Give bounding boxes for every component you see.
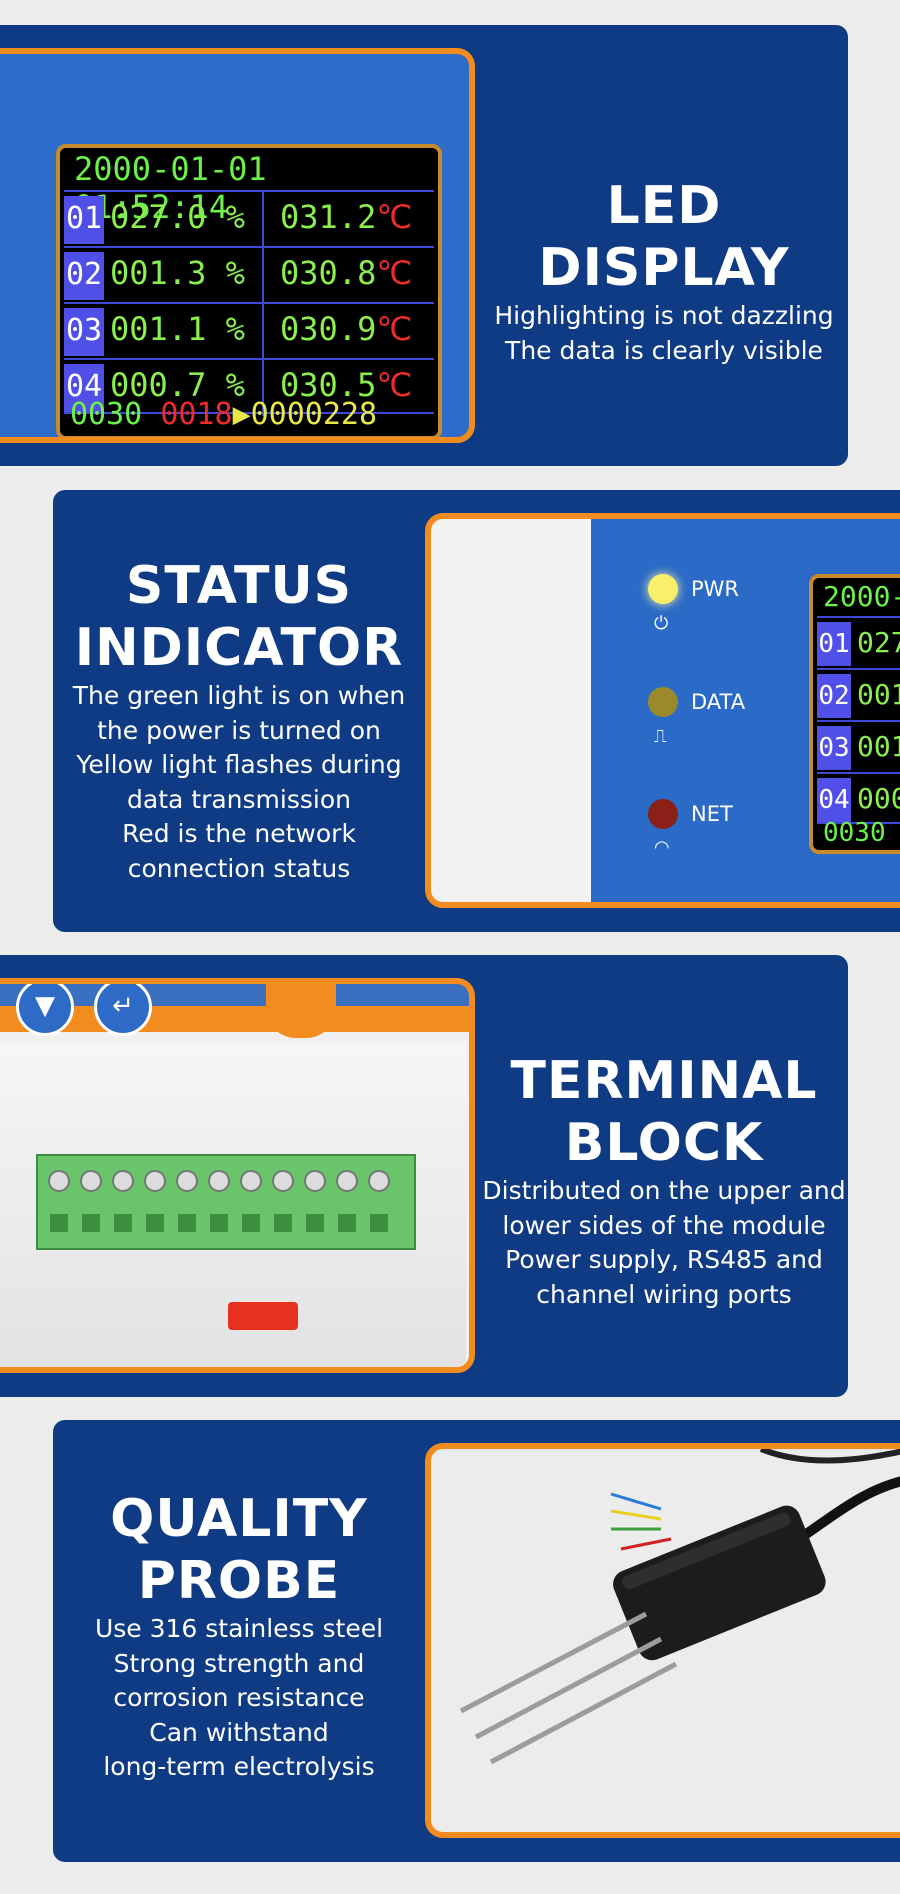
pulse-icon: ⎍	[654, 726, 667, 747]
power-icon: ⏻	[654, 613, 669, 634]
section-line: connection status	[127, 853, 351, 883]
data-led-icon	[648, 687, 678, 717]
section-text: TERMINAL BLOCK Distributed on the upper …	[475, 1050, 848, 1312]
section-terminal-block: ▼ ↵ TERMINAL BLOCK Distributed on the up…	[0, 955, 848, 1397]
screen-row: 04 000.7 % 030.5℃	[64, 358, 434, 416]
section-text: STATUS INDICATOR The green light is on w…	[53, 555, 425, 886]
section-line: The data is clearly visible	[505, 335, 823, 365]
humidity-value: 000.7 %	[110, 366, 245, 404]
terminal-strip	[36, 1154, 416, 1250]
section-line: Strong strength and	[113, 1648, 365, 1678]
temperature-value: 030.8℃	[280, 254, 413, 292]
led-label: NET	[691, 802, 733, 826]
screen-footer: 0030 0018▶0000228	[70, 397, 378, 432]
section-heading: LED DISPLAY	[538, 176, 790, 298]
section-line: Yellow light flashes during	[76, 750, 402, 779]
section-line: lower sides of the module	[502, 1210, 826, 1240]
section-line: The green light is on when	[72, 681, 406, 710]
din-clip	[228, 1302, 298, 1330]
section-heading: BLOCK	[564, 1113, 764, 1173]
section-line: data transmission	[127, 784, 351, 814]
channel-number: 03	[64, 308, 104, 356]
led-display-photo: 2000-01-01 01:52:14 01 027.0 % 031.2℃ 02…	[0, 48, 475, 443]
section-line: Highlighting is not dazzling	[494, 301, 834, 330]
section-heading: STATUS	[125, 556, 353, 616]
section-line: Power supply, RS485 and	[505, 1245, 823, 1274]
section-line: corrosion resistance	[113, 1683, 365, 1712]
temperature-value: 031.2℃	[280, 198, 413, 236]
humidity-value: 001.1 %	[110, 310, 245, 348]
quality-probe-photo	[425, 1443, 900, 1838]
channel-number: 04	[64, 364, 104, 412]
section-heading: PROBE	[137, 1551, 341, 1611]
led-label: DATA	[691, 690, 746, 714]
temperature-value: 030.5℃	[280, 366, 413, 404]
section-status-indicator: STATUS INDICATOR The green light is on w…	[53, 490, 900, 932]
section-line: Use 316 stainless steel	[94, 1614, 384, 1643]
screen-row: 02 001.3 % 030.8℃	[64, 246, 434, 304]
section-heading: TERMINAL	[510, 1051, 818, 1111]
section-line: channel wiring ports	[536, 1279, 792, 1309]
screen-row: 01 027.0 % 031.2℃	[64, 190, 434, 248]
channel-number: 01	[64, 196, 104, 244]
terminal-block-photo: ▼ ↵	[0, 978, 475, 1373]
section-line: Red is the network	[122, 819, 356, 848]
led-label: PWR	[691, 577, 740, 601]
down-button-icon: ▼	[16, 984, 74, 1036]
section-line: Distributed on the upper and	[482, 1176, 846, 1205]
section-quality-probe: QUALITY PROBE Use 316 stainless steel St…	[53, 1420, 900, 1862]
screen-datetime: 2000-01-01 01:52:14	[74, 150, 267, 226]
humidity-value: 001.3 %	[110, 254, 245, 292]
soil-probe-icon	[459, 1449, 900, 1765]
speaker-grille-icon	[266, 984, 336, 1038]
section-line: long-term electrolysis	[103, 1752, 375, 1781]
screen-row: 03 001.1 % 030.9℃	[64, 302, 434, 360]
net-led-icon	[648, 799, 678, 829]
section-led-display: 2000-01-01 01:52:14 01 027.0 % 031.2℃ 02…	[0, 25, 848, 466]
humidity-value: 027.0 %	[110, 198, 245, 236]
pwr-led-icon	[648, 574, 678, 604]
channel-number: 02	[64, 252, 104, 300]
section-heading: INDICATOR	[74, 618, 404, 678]
temperature-value: 030.9℃	[280, 310, 413, 348]
section-text: LED DISPLAY Highlighting is not dazzling…	[475, 175, 848, 368]
section-line: the power is turned on	[97, 715, 381, 745]
section-heading: QUALITY	[110, 1489, 368, 1549]
wifi-icon: ◠	[654, 837, 670, 858]
section-line: Can withstand	[149, 1717, 329, 1747]
enter-button-icon: ↵	[94, 984, 152, 1036]
section-text: QUALITY PROBE Use 316 stainless steel St…	[53, 1488, 425, 1785]
lcd-screen: 2000-01-01 01:52:14 01 027.0 % 031.2℃ 02…	[56, 144, 442, 437]
